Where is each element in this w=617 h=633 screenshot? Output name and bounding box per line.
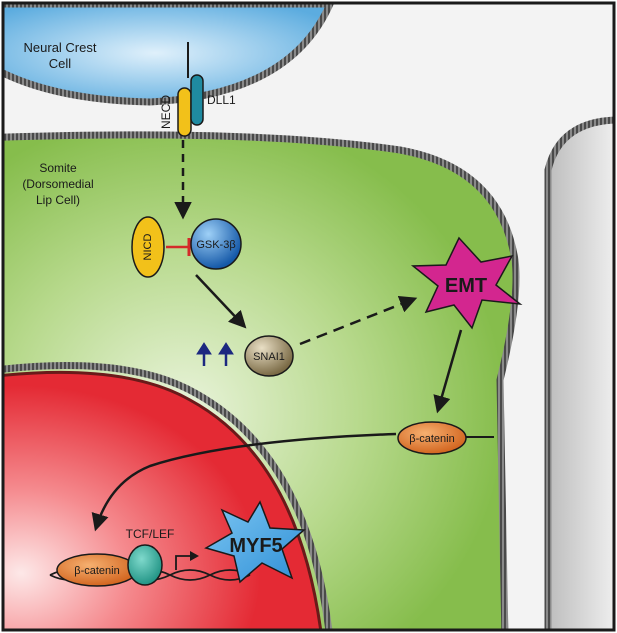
neural-crest-label-1: Neural Crest bbox=[24, 40, 97, 55]
neural-crest-cell bbox=[4, 4, 334, 106]
snai1-to-emt-arrow bbox=[299, 296, 418, 346]
nuclear-envelope bbox=[4, 362, 333, 629]
emt-to-catenin-arrow bbox=[433, 329, 463, 414]
beta-catenin-membrane-oval bbox=[397, 421, 467, 455]
emt-label: EMT bbox=[445, 275, 487, 297]
necd-label: NECD bbox=[159, 95, 173, 129]
beta-catenin-membrane-label: β-catenin bbox=[409, 433, 454, 445]
gsk3b-circle bbox=[190, 218, 242, 270]
upregulation-icon bbox=[196, 342, 234, 366]
neural-crest-label-2: Cell bbox=[49, 56, 72, 71]
promoter-arrow bbox=[175, 555, 192, 570]
promoter-arrowhead bbox=[190, 551, 199, 561]
snai1-label: SNAI1 bbox=[253, 351, 285, 363]
tcf-lef-label: TCF/LEF bbox=[126, 527, 175, 541]
somite-label-2: (Dorsomedial bbox=[22, 177, 93, 191]
myf5-star bbox=[204, 500, 306, 584]
snai1-oval bbox=[244, 335, 294, 377]
somite-label-1: Somite bbox=[39, 161, 77, 175]
tcf-lef-oval bbox=[127, 544, 163, 586]
emt-star bbox=[410, 236, 523, 330]
neighbouring-cell bbox=[544, 116, 613, 629]
gsk3b-label: GSK-3β bbox=[196, 239, 235, 251]
necd-bar bbox=[177, 87, 192, 137]
nuclear-translocation-arrow bbox=[91, 432, 397, 532]
dll1-label: DLL1 bbox=[207, 93, 236, 107]
nicd-oval bbox=[131, 216, 165, 278]
gsk-to-snai1-arrow bbox=[195, 274, 247, 329]
nicd-label: NICD bbox=[142, 234, 154, 261]
dll1-bar bbox=[190, 74, 204, 126]
beta-catenin-nucleus-label: β-catenin bbox=[74, 565, 119, 577]
myf5-label: MYF5 bbox=[229, 535, 282, 557]
somite-label-3: Lip Cell) bbox=[36, 193, 80, 207]
